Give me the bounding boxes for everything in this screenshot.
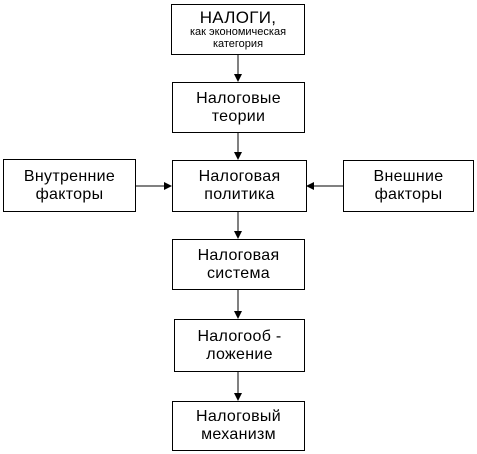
node-external-factors: Внешние факторы [343, 160, 474, 212]
node-internal-factors-line-1: Внутренние [23, 167, 116, 185]
node-external-factors-line-2: факторы [374, 186, 443, 203]
node-taxation-line-1: Налогооб - [197, 327, 282, 345]
node-system: Налоговая система [172, 239, 305, 290]
node-system-line-1: Налоговая [197, 246, 280, 264]
node-internal-factors-line-2: факторы [35, 185, 104, 203]
node-internal-factors: Внутренние факторы [3, 159, 136, 212]
node-policy-line-2: политика [204, 186, 275, 203]
node-taxation-line-2: ложение [206, 345, 273, 363]
node-theories-line-2: теории [211, 107, 266, 125]
node-theories-line-1: Налоговые [196, 89, 281, 107]
node-mechanism-line-1: Налоговый [196, 408, 281, 425]
node-external-factors-line-1: Внешние [373, 168, 444, 185]
node-taxes-title: НАЛОГИ, [199, 8, 277, 27]
node-policy-line-1: Налоговая [198, 168, 281, 185]
node-taxes: НАЛОГИ, как экономическая категория [171, 4, 305, 55]
node-taxation: Налогооб - ложение [174, 319, 305, 372]
node-system-line-2: система [207, 264, 270, 282]
node-mechanism-line-2: механизм [201, 426, 276, 443]
node-theories: Налоговые теории [172, 82, 305, 133]
node-policy: Налоговая политика [172, 160, 307, 212]
node-taxes-subtitle-2: категория [212, 38, 264, 50]
node-mechanism: Налоговый механизм [172, 401, 305, 451]
node-taxes-subtitle-1: как экономическая [189, 26, 287, 38]
